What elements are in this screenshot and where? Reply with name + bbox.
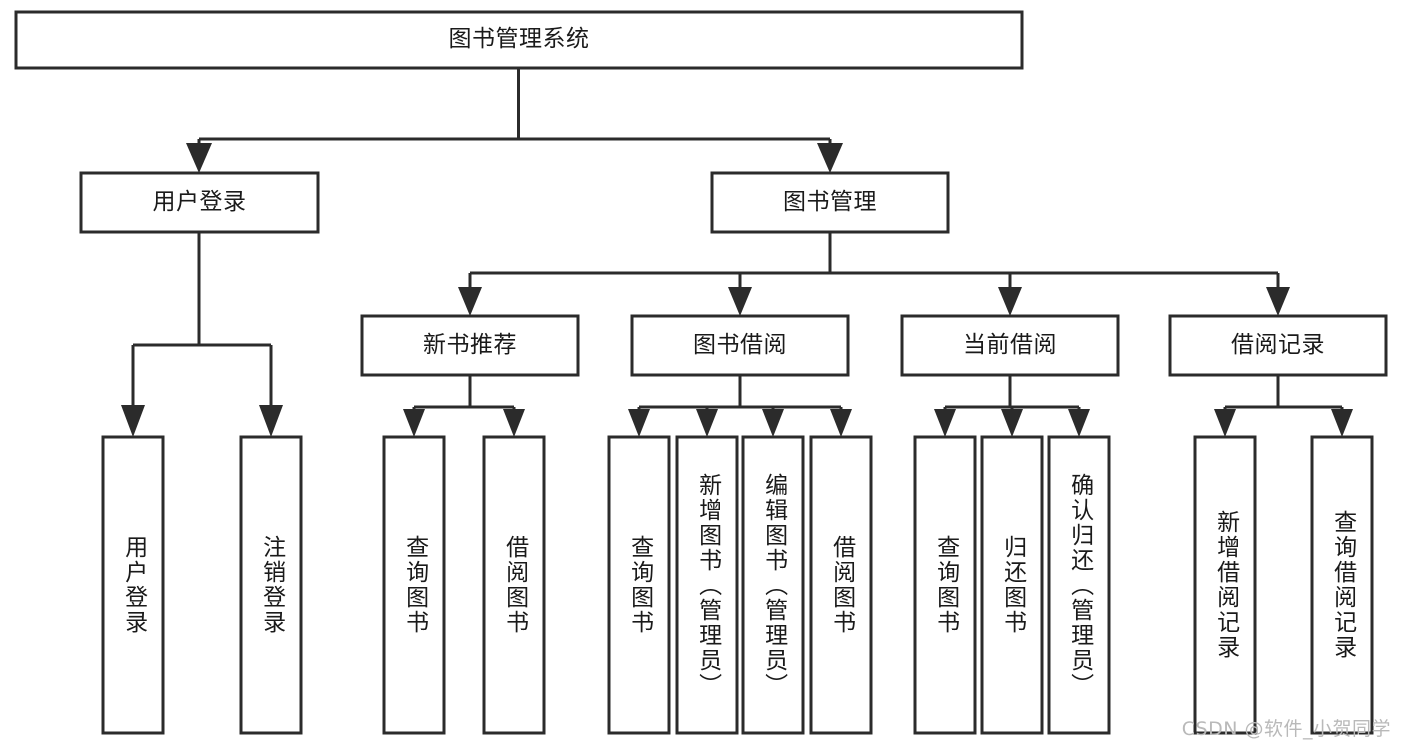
arrowhead-leaf-confirm-return	[1068, 409, 1090, 437]
arrowhead-leaf-borrow-book-2	[830, 409, 852, 437]
node-box-user-login[interactable]	[79, 171, 320, 234]
arrowhead-newbook	[458, 287, 482, 316]
node-box-leaf-query-book-3[interactable]	[913, 435, 977, 735]
arrowhead-leaf-add-book	[696, 409, 718, 437]
node-box-book-management[interactable]	[710, 171, 950, 234]
node-box-current-borrow[interactable]	[900, 314, 1120, 377]
arrowhead-leaf-borrow-book-1	[503, 409, 525, 437]
arrowhead-leaf-return-book	[1001, 409, 1023, 437]
node-box-leaf-borrow-book-1[interactable]	[482, 435, 546, 735]
node-box-leaf-return-book[interactable]	[980, 435, 1044, 735]
node-box-leaf-add-book[interactable]	[675, 435, 739, 735]
node-box-leaf-borrow-book-2[interactable]	[809, 435, 873, 735]
arrowhead-bookmgmt	[817, 143, 843, 173]
arrowhead-leaf-query-book-2	[628, 409, 650, 437]
node-box-leaf-user-login[interactable]	[101, 435, 165, 735]
node-box-leaf-edit-book[interactable]	[741, 435, 805, 735]
arrowhead-leaf-query-book-3	[934, 409, 956, 437]
node-box-leaf-query-record[interactable]	[1310, 435, 1374, 735]
node-box-leaf-confirm-return[interactable]	[1047, 435, 1111, 735]
nodes-group	[14, 10, 1388, 735]
arrowhead-leaf-user-login	[121, 405, 145, 437]
connectors-group	[121, 68, 1353, 437]
node-box-book-borrow[interactable]	[630, 314, 850, 377]
arrowhead-records	[1266, 287, 1290, 316]
node-box-leaf-logout[interactable]	[239, 435, 303, 735]
node-box-root[interactable]	[14, 10, 1024, 70]
node-box-borrow-records[interactable]	[1168, 314, 1388, 377]
node-box-leaf-query-book-1[interactable]	[382, 435, 446, 735]
node-box-leaf-query-book-2[interactable]	[607, 435, 671, 735]
arrowhead-leaf-logout	[259, 405, 283, 437]
node-box-new-book-recommend[interactable]	[360, 314, 580, 377]
arrowhead-leaf-query-record	[1331, 409, 1353, 437]
arrowhead-leaf-query-book-1	[403, 409, 425, 437]
arrowhead-current	[998, 287, 1022, 316]
arrowhead-leaf-edit-book	[762, 409, 784, 437]
node-box-leaf-add-record[interactable]	[1193, 435, 1257, 735]
arrowhead-bookborrow	[728, 287, 752, 316]
arrowhead-leaf-add-record	[1214, 409, 1236, 437]
arrowhead-userlogin	[186, 143, 212, 173]
